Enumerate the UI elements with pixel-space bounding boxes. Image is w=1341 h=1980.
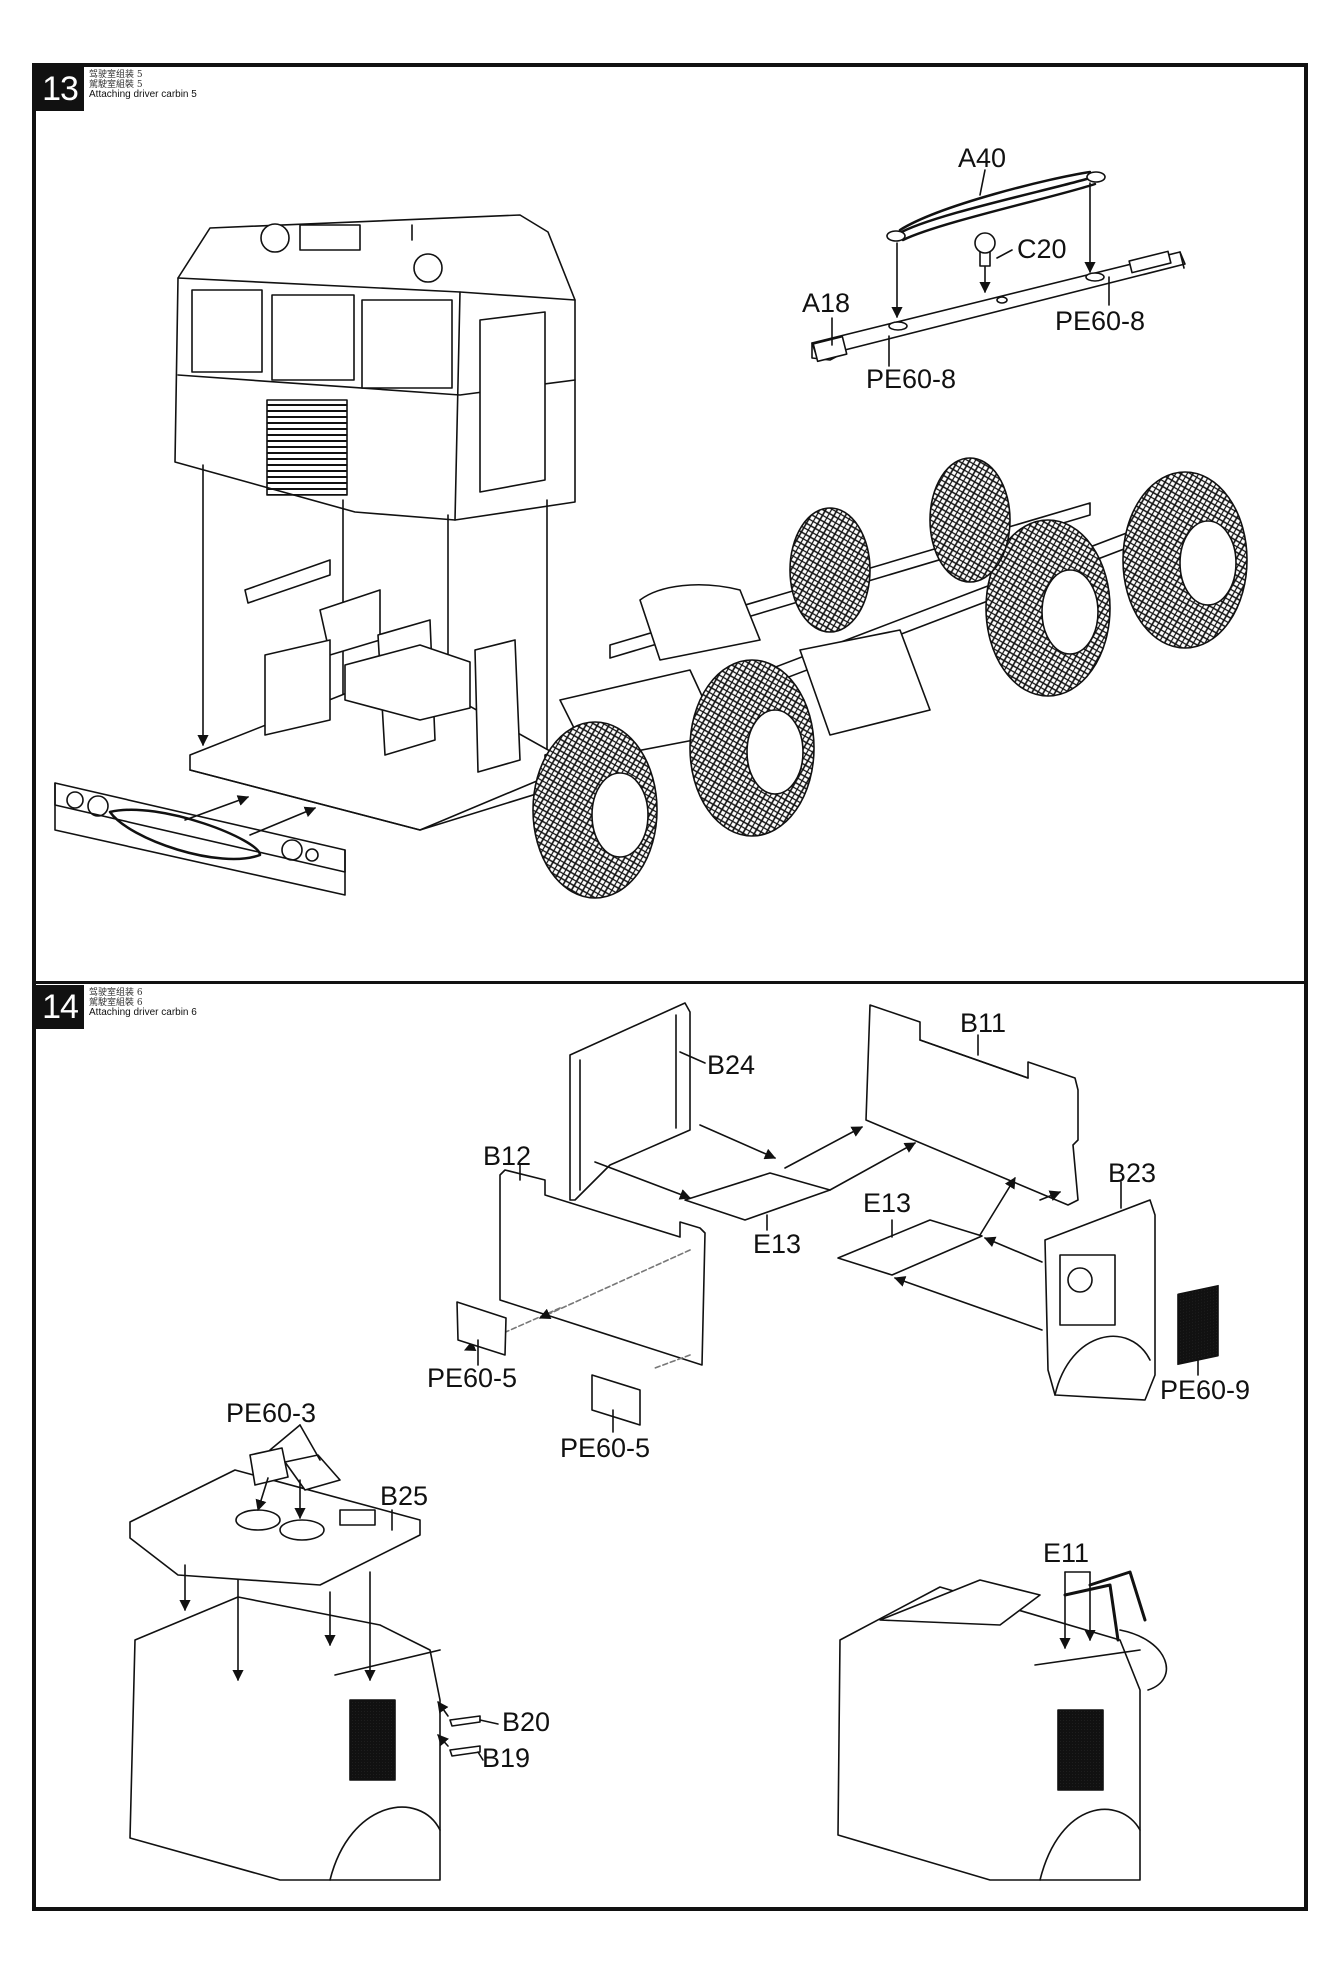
page-frame [32,63,1308,1911]
part-label-e13-right: E13 [863,1188,912,1218]
part-label-pe60-9: PE60-9 [1160,1375,1251,1405]
leader-pe60-3-a [269,1424,301,1451]
wheel-front-left [532,721,658,899]
part-label-c20: C20 [1017,234,1067,264]
step-title-en: Attaching driver carbin 5 [89,89,197,100]
step-14-header: 14 驾驶室组装 6 駕駛室組裝 6 Attaching driver carb… [36,985,197,1029]
wheel-second-right [789,507,871,633]
panel-b11 [865,1004,1079,1206]
tow-bar-a18 [811,250,1186,363]
leader-b19 [477,1751,484,1761]
part-label-pe60-5-right: PE60-5 [560,1433,651,1463]
part-label-a40: A40 [958,143,1007,173]
wheel-third-left [985,519,1111,697]
part-label-b24: B24 [707,1050,756,1080]
plate-pe60-5-left [456,1301,507,1356]
front-bumper [54,782,346,896]
step-divider [32,981,1308,984]
panel-b23 [1044,1199,1156,1401]
cab-body-completed [837,1579,1141,1881]
part-label-b12: B12 [483,1141,532,1171]
step-title-cn-traditional: 駕駛室組裝 6 [89,998,143,1008]
part-label-b25: B25 [380,1481,429,1511]
step-number: 14 [36,985,84,1029]
wheel-second-left [689,659,815,837]
part-label-e13-left: E13 [753,1229,802,1259]
part-label-pe60-3: PE60-3 [226,1398,317,1428]
roof-b25 [129,1469,421,1586]
step-title-cn-simplified: 驾驶室组装 5 [89,70,143,80]
handrail-e11 [1063,1570,1168,1691]
part-label-a18: A18 [802,288,851,318]
floor-plate-e13-left [684,1172,831,1221]
driver-cab [174,214,576,521]
leader-b20 [479,1719,499,1725]
leader-a40 [979,169,986,196]
part-label-pe60-5-left: PE60-5 [427,1363,518,1393]
part-label-b20: B20 [502,1707,551,1737]
mesh-pe60-9 [1177,1284,1219,1366]
wheel-rear-left [1122,471,1248,649]
wheel-rear-right [929,457,1011,583]
step-title-en: Attaching driver carbin 6 [89,1007,197,1018]
step-13-header: 13 驾驶室组装 5 駕駛室組裝 5 Attaching driver carb… [36,67,197,111]
part-label-pe60-8-left: PE60-8 [866,364,957,394]
leader-pe60-3-b [299,1424,321,1461]
part-label-b23: B23 [1108,1158,1157,1188]
covers-pe60-3 [249,1447,341,1491]
part-label-pe60-8-right: PE60-8 [1055,306,1146,336]
leader-c20 [996,249,1013,259]
cab-floor-with-seats [189,559,576,831]
bracket-b20 [449,1715,481,1727]
part-label-b19: B19 [482,1743,531,1773]
panel-b12 [499,1169,706,1366]
step-title-cn-simplified: 驾驶室组装 6 [89,988,143,998]
part-label-b11: B11 [960,1008,1007,1038]
floor-plate-e13-right [837,1219,983,1276]
cab-body-lower-left [129,1596,441,1881]
plate-pe60-5-right [591,1374,641,1426]
hook-c20 [974,232,996,294]
part-label-e11: E11 [1043,1538,1090,1568]
step-title-cn-traditional: 駕駛室組裝 5 [89,80,143,90]
step-number: 13 [36,67,84,111]
tow-cable-a40 [886,170,1106,319]
panel-b24 [569,1002,691,1201]
leader-b24 [679,1051,706,1064]
bracket-b19 [449,1745,481,1757]
